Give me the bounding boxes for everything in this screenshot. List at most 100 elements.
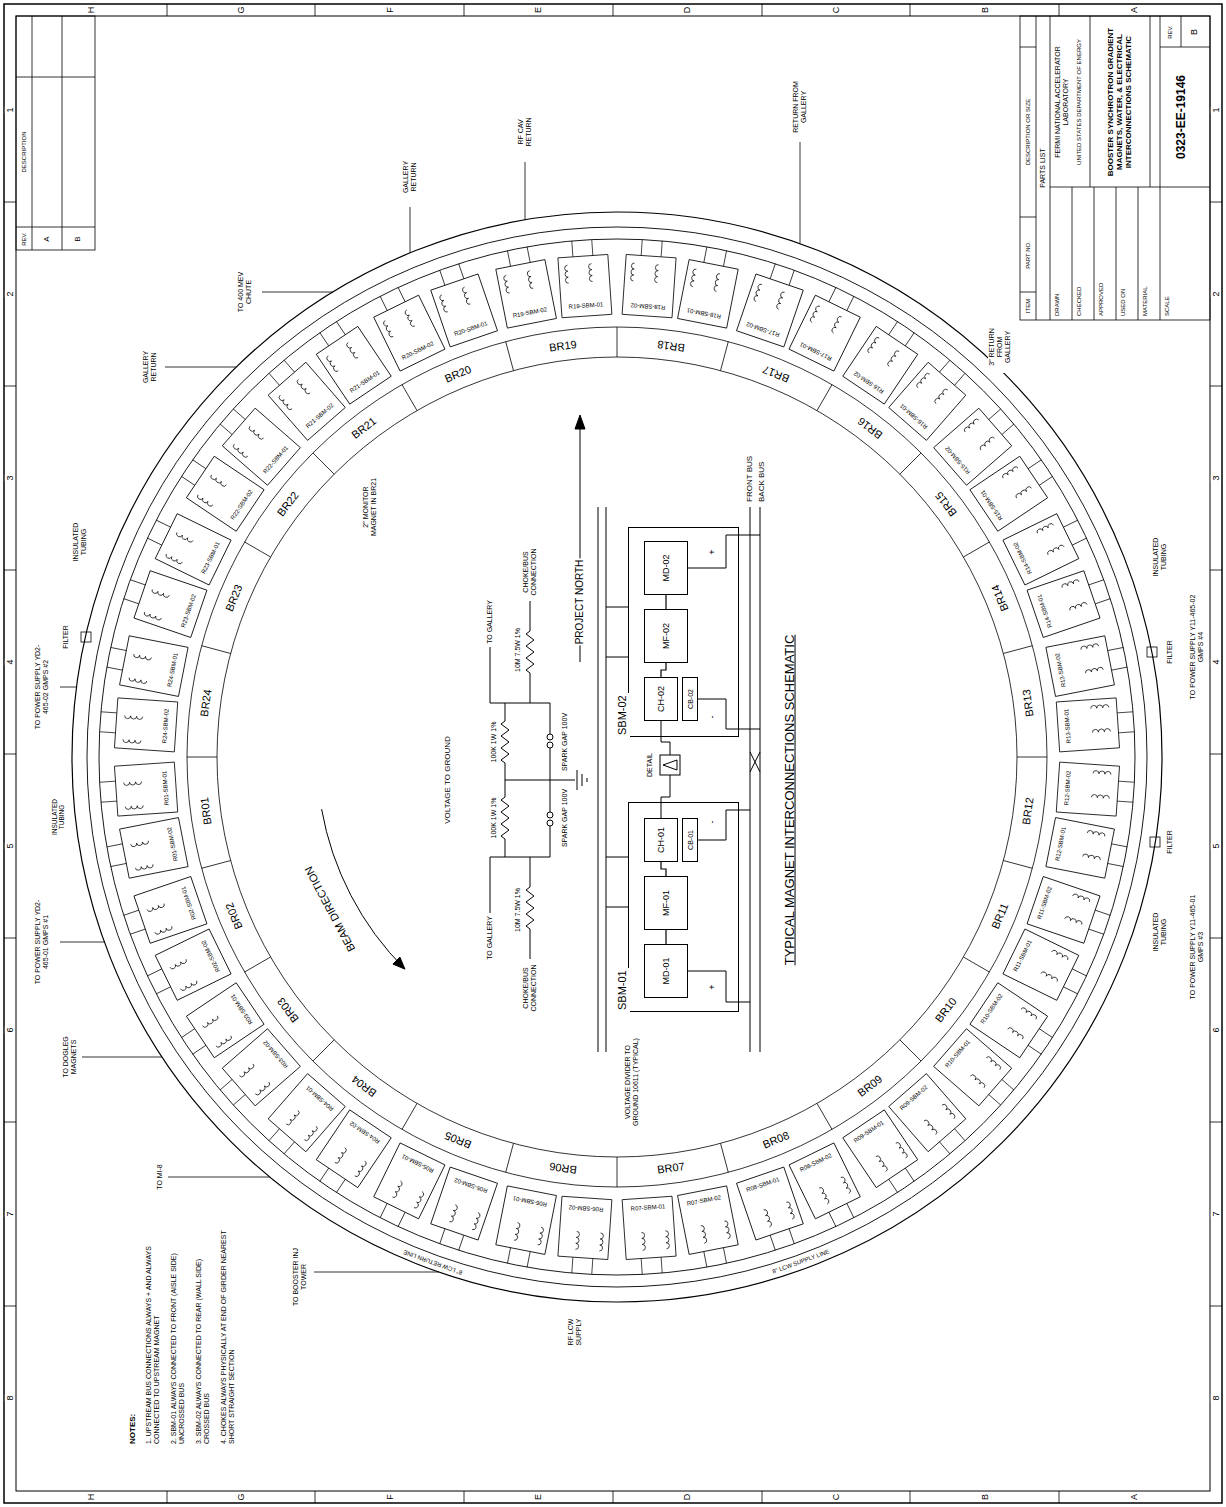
annotation-label: TO 400 MEV CHUTE [237, 266, 253, 318]
component-name: CH-02 [656, 686, 666, 712]
period-label: BR11 [989, 900, 1012, 931]
magnet-outline [186, 983, 264, 1058]
magnet-label: R07-SBM-02 [685, 1194, 722, 1208]
magnet-outline [496, 1186, 557, 1255]
annotation-label: TO MI-8 [156, 1163, 164, 1191]
component-box: CB-02 [682, 677, 698, 721]
coil-symbol [970, 1056, 1001, 1088]
gradient-magnet [98, 697, 177, 752]
magnet-label: R07-SBM-01 [629, 1203, 666, 1212]
annotation-label: SPARK GAP 100V [561, 788, 569, 848]
magnet-label: R03-SBM-01 [229, 992, 255, 1026]
coil-symbol [867, 336, 899, 366]
bus-lead [100, 712, 117, 733]
gradient-magnet [307, 313, 391, 404]
beam-arrow-arc [322, 809, 405, 969]
zone-marker: 4 [5, 658, 15, 665]
magnet-label: R21-SBM-02 [304, 402, 336, 431]
zone-marker: A [1129, 1493, 1139, 1501]
resistor-symbol [501, 780, 509, 857]
annotation-label: INSULATED TUBING [51, 791, 66, 843]
gradient-magnet [737, 1167, 809, 1255]
magnet-label: R21-SBM-01 [348, 369, 382, 395]
magnet-outline [558, 1196, 612, 1259]
magnet-outline [889, 362, 966, 440]
magnet-label: R03-SBM-02 [262, 1038, 291, 1070]
note-text: 1. UPSTREAM BUS CONNECTIONS ALWAYS + AND… [145, 1223, 161, 1445]
gradient-magnet [210, 1029, 300, 1117]
period-divider [506, 1143, 514, 1172]
coil-symbol [514, 1223, 544, 1246]
bus-lead [124, 910, 146, 934]
period-divider [202, 646, 231, 654]
annotation-label: 8" LCW RETURN LINE [402, 1248, 465, 1276]
note-text: 3. SBM-02 ALWAYS CONNECTED TO REAR (WALL… [195, 1223, 211, 1445]
period-label: BR12 [1020, 796, 1036, 827]
period-label: BR05 [442, 1129, 474, 1152]
zone-marker: 5 [5, 842, 15, 849]
gradient-magnet [557, 1196, 612, 1275]
annotation-label: TYPICAL MAGNET INTERCONNECTIONS SCHEMATI… [783, 634, 798, 967]
resistor-symbol [526, 601, 534, 703]
magnet-outline [1046, 636, 1115, 697]
bus-schematic [598, 507, 760, 1052]
annotation-label: 8" LCW SUPPLY LINE [770, 1248, 831, 1276]
booster-ring [72, 212, 1162, 1302]
magnet-outline [789, 295, 860, 371]
period-label: BR13 [1020, 687, 1036, 718]
coil-symbol [564, 264, 592, 284]
magnet-outline [134, 877, 207, 944]
gradient-magnet [789, 281, 867, 371]
annotation-label: RF LCW SUPPLY [567, 1310, 583, 1354]
period-label: BR04 [349, 1072, 380, 1100]
magnet-label: R14-SBM-02 [1012, 540, 1034, 576]
magnet-outline [374, 1143, 445, 1219]
title-block-text: PARTS LIST [1039, 147, 1047, 188]
bus-lead [1089, 580, 1111, 604]
annotation-label: 10M 7.5W 1% [514, 627, 522, 673]
title-block-text: ITEM [1025, 298, 1032, 314]
magnet-outline [678, 260, 739, 329]
coil-symbol [196, 475, 226, 507]
period-divider [963, 957, 989, 972]
title-block-text: B [73, 235, 82, 242]
zone-marker: G [236, 1492, 246, 1501]
gradient-magnet [426, 259, 498, 347]
gradient-magnet [119, 566, 207, 638]
detail-box [660, 755, 680, 775]
magnet-label: R05-SBM-02 [452, 1175, 489, 1193]
coil-symbol [1065, 893, 1091, 924]
coil-symbol [124, 781, 144, 809]
gradient-magnet [557, 238, 612, 317]
magnet-label: R20-SBM-01 [452, 320, 489, 338]
annotation-label: INSULATED TUBING [1152, 531, 1168, 583]
resistor-symbol [501, 703, 509, 780]
magnet-group-box: SBM-01MD-01MF-01CH-01CB-01 [612, 802, 739, 1012]
bus-lead [269, 1129, 295, 1154]
bus-lead [704, 1248, 727, 1268]
bus-lead [507, 247, 530, 267]
zone-marker: H [86, 1493, 96, 1502]
component-box: MD-02 [644, 541, 688, 595]
zone-marker: 6 [5, 1026, 15, 1033]
bus-taps [606, 607, 628, 907]
magnet-outline [496, 260, 557, 329]
magnet-label: R23-SBM-02 [180, 592, 198, 629]
coil-symbol [129, 654, 152, 684]
bus-lead [989, 1079, 1014, 1105]
component-name: CB-02 [687, 689, 694, 709]
gradient-magnet [493, 1186, 557, 1270]
bus-lead [507, 1248, 530, 1268]
gradient-magnet [210, 398, 300, 486]
gradient-magnet [258, 350, 346, 440]
gradient-magnet [934, 398, 1024, 486]
period-label: BR06 [547, 1160, 578, 1176]
direction-arrows [322, 415, 585, 969]
bus-lead [829, 1203, 854, 1226]
magnet-outline [431, 1167, 498, 1240]
period-label: BR01 [197, 796, 213, 827]
period-label: BR03 [274, 994, 302, 1025]
gradient-magnet [678, 1186, 742, 1270]
magnet-label: R16-SBM-02 [852, 369, 886, 395]
